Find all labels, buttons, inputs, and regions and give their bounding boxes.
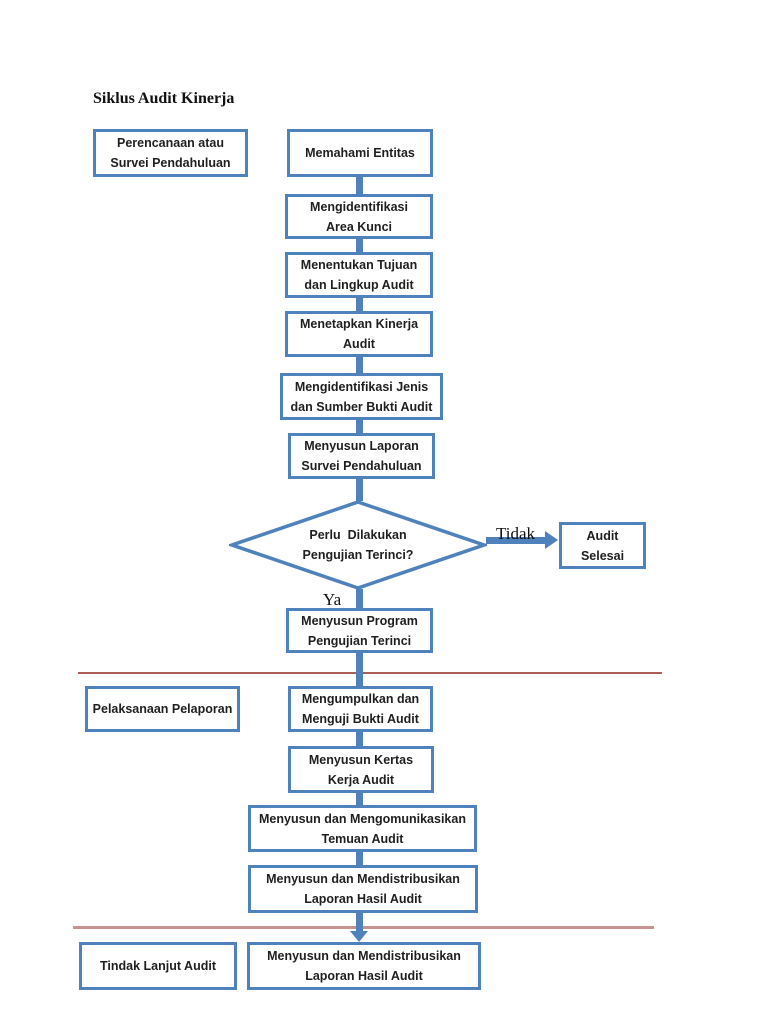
divider-line-bottom <box>73 926 654 929</box>
flow-connector <box>356 297 363 312</box>
flow-connector <box>356 238 363 253</box>
decision-pengujian-terinci: Perlu Dilakukan Pengujian Terinci? <box>229 499 487 591</box>
node-label: Menyusun dan Mendistribusikan Laporan Ha… <box>267 949 461 983</box>
node-label: Mengidentifikasi Jenis dan Sumber Bukti … <box>290 379 433 414</box>
node-audit-selesai: Audit Selesai <box>559 522 646 569</box>
node-laporan-survei: Menyusun Laporan Survei Pendahuluan <box>288 433 435 479</box>
node-label: Perencanaan atau Survei Pendahuluan <box>110 136 231 170</box>
node-label: Menetapkan Kinerja Audit <box>299 317 419 351</box>
diamond-shape <box>229 500 487 590</box>
flow-connector <box>356 731 363 747</box>
node-label: Tindak Lanjut Audit <box>100 959 216 973</box>
node-label: Menyusun dan Mengomunikasikan Temuan Aud… <box>259 811 466 846</box>
node-label: Audit Selesai <box>580 528 625 563</box>
node-label: Mengumpulkan dan Menguji Bukti Audit <box>301 692 420 726</box>
flow-connector <box>356 176 363 195</box>
arrow-no-shaft <box>486 537 547 544</box>
node-phase-perencanaan: Perencanaan atau Survei Pendahuluan <box>93 129 248 177</box>
node-label: Menyusun dan Mendistribusikan Laporan Ha… <box>266 872 460 906</box>
node-mendistribusikan-laporan-1: Menyusun dan Mendistribusikan Laporan Ha… <box>248 865 478 913</box>
flow-connector <box>356 589 363 609</box>
node-label: Pelaksanaan Pelaporan <box>92 702 233 716</box>
node-program-pengujian: Menyusun Program Pengujian Terinci <box>286 608 433 653</box>
node-mengumpulkan-menguji: Mengumpulkan dan Menguji Bukti Audit <box>288 686 433 732</box>
divider-line-top <box>78 672 662 674</box>
branch-label-yes: Ya <box>323 590 342 609</box>
node-label: Memahami Entitas <box>305 146 415 160</box>
node-label: Menyusun Program Pengujian Terinci <box>301 613 418 648</box>
node-identifikasi-area-kunci: Mengidentifikasi Area Kunci <box>285 194 433 239</box>
node-label: Mengidentifikasi Area Kunci <box>310 199 408 234</box>
arrow-down-shaft <box>356 912 363 933</box>
flow-connector <box>356 478 363 501</box>
node-phase-pelaksanaan-pelaporan: Pelaksanaan Pelaporan <box>85 686 240 732</box>
flow-connector <box>356 419 363 434</box>
flow-connector <box>356 792 363 806</box>
node-label: Menyusun Laporan Survei Pendahuluan <box>301 439 422 473</box>
node-label: Menyusun Kertas Kerja Audit <box>308 752 414 787</box>
node-label: Menentukan Tujuan dan Lingkup Audit <box>300 258 418 292</box>
branch-label-no: Tidak <box>496 524 536 543</box>
node-tujuan-lingkup: Menentukan Tujuan dan Lingkup Audit <box>285 252 433 298</box>
node-mendistribusikan-laporan-2: Menyusun dan Mendistribusikan Laporan Ha… <box>247 942 481 990</box>
arrow-right-icon <box>545 531 558 549</box>
node-phase-tindak-lanjut: Tindak Lanjut Audit <box>79 942 237 990</box>
arrow-down-icon <box>350 931 368 942</box>
node-menetapkan-kinerja: Menetapkan Kinerja Audit <box>285 311 433 357</box>
node-memahami-entitas: Memahami Entitas <box>287 129 433 177</box>
flow-connector <box>356 652 363 687</box>
flow-connector <box>356 851 363 866</box>
node-mengomunikasikan-temuan: Menyusun dan Mengomunikasikan Temuan Aud… <box>248 805 477 852</box>
decision-label: Perlu Dilakukan Pengujian Terinci? <box>302 528 414 562</box>
node-kertas-kerja: Menyusun Kertas Kerja Audit <box>288 746 434 793</box>
node-jenis-sumber-bukti: Mengidentifikasi Jenis dan Sumber Bukti … <box>280 373 443 420</box>
page-title: Siklus Audit Kinerja <box>93 90 235 107</box>
flow-connector <box>356 356 363 374</box>
